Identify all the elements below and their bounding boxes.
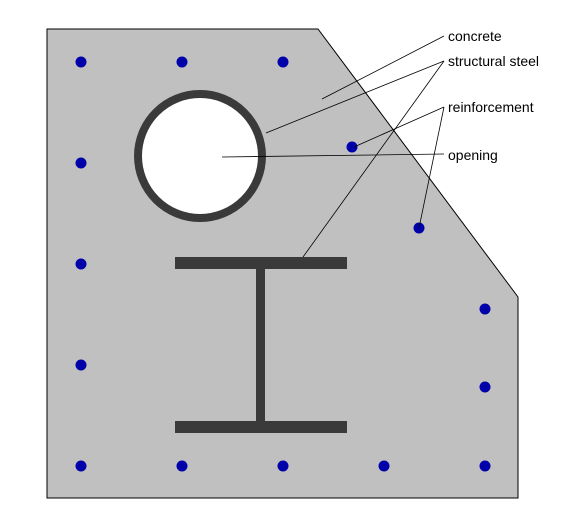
reinforcement-bars [75,56,491,472]
rebar-15 [479,381,491,393]
leader-rebar-1 [353,106,445,148]
rebar-2 [176,56,188,68]
i-beam-web [256,269,265,421]
label-concrete: concrete [448,28,502,44]
rebar-7 [75,460,87,472]
steel-i-beam [175,257,347,433]
leader-rebar-2 [418,106,445,229]
leader-steel-beam [302,60,445,258]
rebar-3 [277,56,289,68]
label-structural-steel: structural steel [448,53,539,69]
rebar-8 [176,460,188,472]
opening-ring [134,90,266,222]
i-beam-top-flange [175,257,347,269]
label-reinforcement: reinforcement [448,99,534,115]
rebar-5 [75,258,87,270]
rebar-1 [75,56,87,68]
rebar-4 [75,157,87,169]
leader-opening [221,153,445,158]
leader-steel-tube [265,60,445,134]
rebar-6 [75,359,87,371]
rebar-12 [346,141,358,153]
rebar-9 [277,460,289,472]
rebar-14 [479,303,491,315]
i-beam-bottom-flange [175,421,347,433]
leader-concrete [321,35,445,100]
leader-lines [221,35,445,258]
rebar-10 [378,460,390,472]
label-opening: opening [448,147,498,163]
rebar-11 [479,460,491,472]
